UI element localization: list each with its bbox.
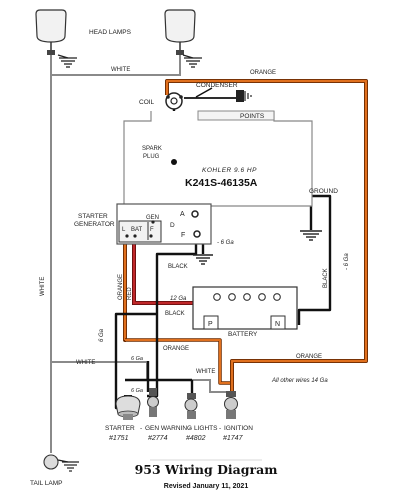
orange-vert-label: ORANGE: [118, 274, 124, 300]
term-n-label: N: [275, 321, 280, 328]
orange-wires: [123, 79, 368, 393]
term-a-label: A: [180, 211, 185, 218]
tail-lamp-label: TAIL LAMP: [30, 480, 63, 487]
ga6-left-label: 6 Ga: [99, 328, 105, 342]
sw-gen-warning-label: GEN WARNING: [145, 425, 192, 432]
sw-dash-2: -: [189, 425, 191, 432]
starter-switch: [115, 395, 141, 420]
orange-mid-label: ORANGE: [163, 346, 189, 352]
orange-right-label: ORANGE: [296, 354, 322, 360]
part-1751-label: #1751: [109, 435, 129, 442]
ga6-right-label: - 6 Ga: [344, 253, 350, 270]
head-lamp-right: [164, 9, 202, 68]
ground-symbol: [57, 459, 79, 472]
points: POINTS: [197, 110, 275, 121]
diagram-title: 953 Wiring Diagram: [135, 462, 278, 477]
generator-ground-symbol: [193, 254, 213, 265]
condenser: CONDENSER: [184, 82, 252, 102]
term-d-label: D: [170, 222, 175, 229]
ignition-switch: [224, 391, 238, 419]
gen-label: GEN: [146, 215, 159, 221]
engine-block: KOHLER 9.6 HP K241S-46135A SPARK PLUG: [123, 111, 313, 207]
engine-ground-symbol: [300, 230, 322, 241]
part-1747-label: #1747: [223, 435, 244, 442]
coil: COIL: [139, 92, 183, 110]
white-sw-label: WHITE: [196, 369, 215, 375]
black-mid-label: BLACK: [168, 264, 188, 270]
ground-label: GROUND: [309, 188, 338, 195]
engine-model-label: KOHLER 9.6 HP: [202, 167, 257, 174]
part-2774-label: #2774: [148, 435, 168, 442]
black-bat-label: BLACK: [165, 311, 185, 317]
sw-lights-label: LIGHTS: [194, 425, 218, 432]
black-right-label: BLACK: [323, 268, 329, 288]
starter-generator-label-2: GENERATOR: [74, 221, 115, 228]
white-left-label: WHITE: [40, 277, 46, 296]
tail-lamp: TAIL LAMP: [30, 443, 79, 487]
spark-plug: [171, 159, 177, 165]
sw-dash-1: -: [140, 425, 142, 432]
white-top-label: WHITE: [111, 67, 130, 73]
sw-ignition-label: IGNITION: [224, 425, 253, 432]
engine-code-label: K241S-46135A: [185, 177, 258, 189]
sw-dash-3: -: [219, 425, 221, 432]
coil-label: COIL: [139, 99, 155, 106]
part-4802-label: #4802: [186, 435, 206, 442]
term-f-label: F: [181, 232, 185, 239]
starter-generator: STARTER GENERATOR GEN BAT L F A F D: [74, 203, 212, 245]
lights-switch: [184, 393, 198, 419]
ga6-sw-label: 6 Ga: [131, 356, 143, 362]
ground-symbol: [244, 91, 252, 101]
spark-plug-label-2: PLUG: [143, 154, 160, 160]
head-lamps-label: HEAD LAMPS: [89, 29, 132, 36]
bat-label: BAT: [131, 227, 143, 233]
points-label: POINTS: [240, 113, 265, 120]
term-p-label: P: [208, 321, 213, 328]
battery-label: BATTERY: [228, 331, 258, 338]
orange-top-label: ORANGE: [250, 70, 276, 76]
ga6-gen-label: - 6 Ga: [217, 240, 234, 246]
ground-symbol: [57, 54, 77, 68]
sw-starter-label: STARTER: [105, 425, 135, 432]
gen-warning-light: [147, 388, 159, 417]
revised-date: Revised January 11, 2021: [164, 483, 249, 490]
term-f2-label: F: [150, 227, 154, 233]
ga12-label: 12 Ga: [170, 296, 187, 302]
red-label: RED: [127, 287, 133, 300]
ga6-sw2-label: 6 Ga: [131, 388, 143, 394]
ground-symbol: [182, 54, 202, 68]
condenser-label: CONDENSER: [196, 82, 238, 89]
white-mid-label: WHITE: [76, 360, 95, 366]
term-l-label: L: [122, 227, 126, 233]
head-lamp-left: [35, 9, 77, 68]
other-wires-label: All other wires 14 Ga: [271, 378, 328, 384]
starter-generator-label-1: STARTER: [78, 213, 108, 220]
spark-plug-label-1: SPARK: [142, 146, 162, 152]
battery: P N BATTERY: [192, 286, 298, 338]
